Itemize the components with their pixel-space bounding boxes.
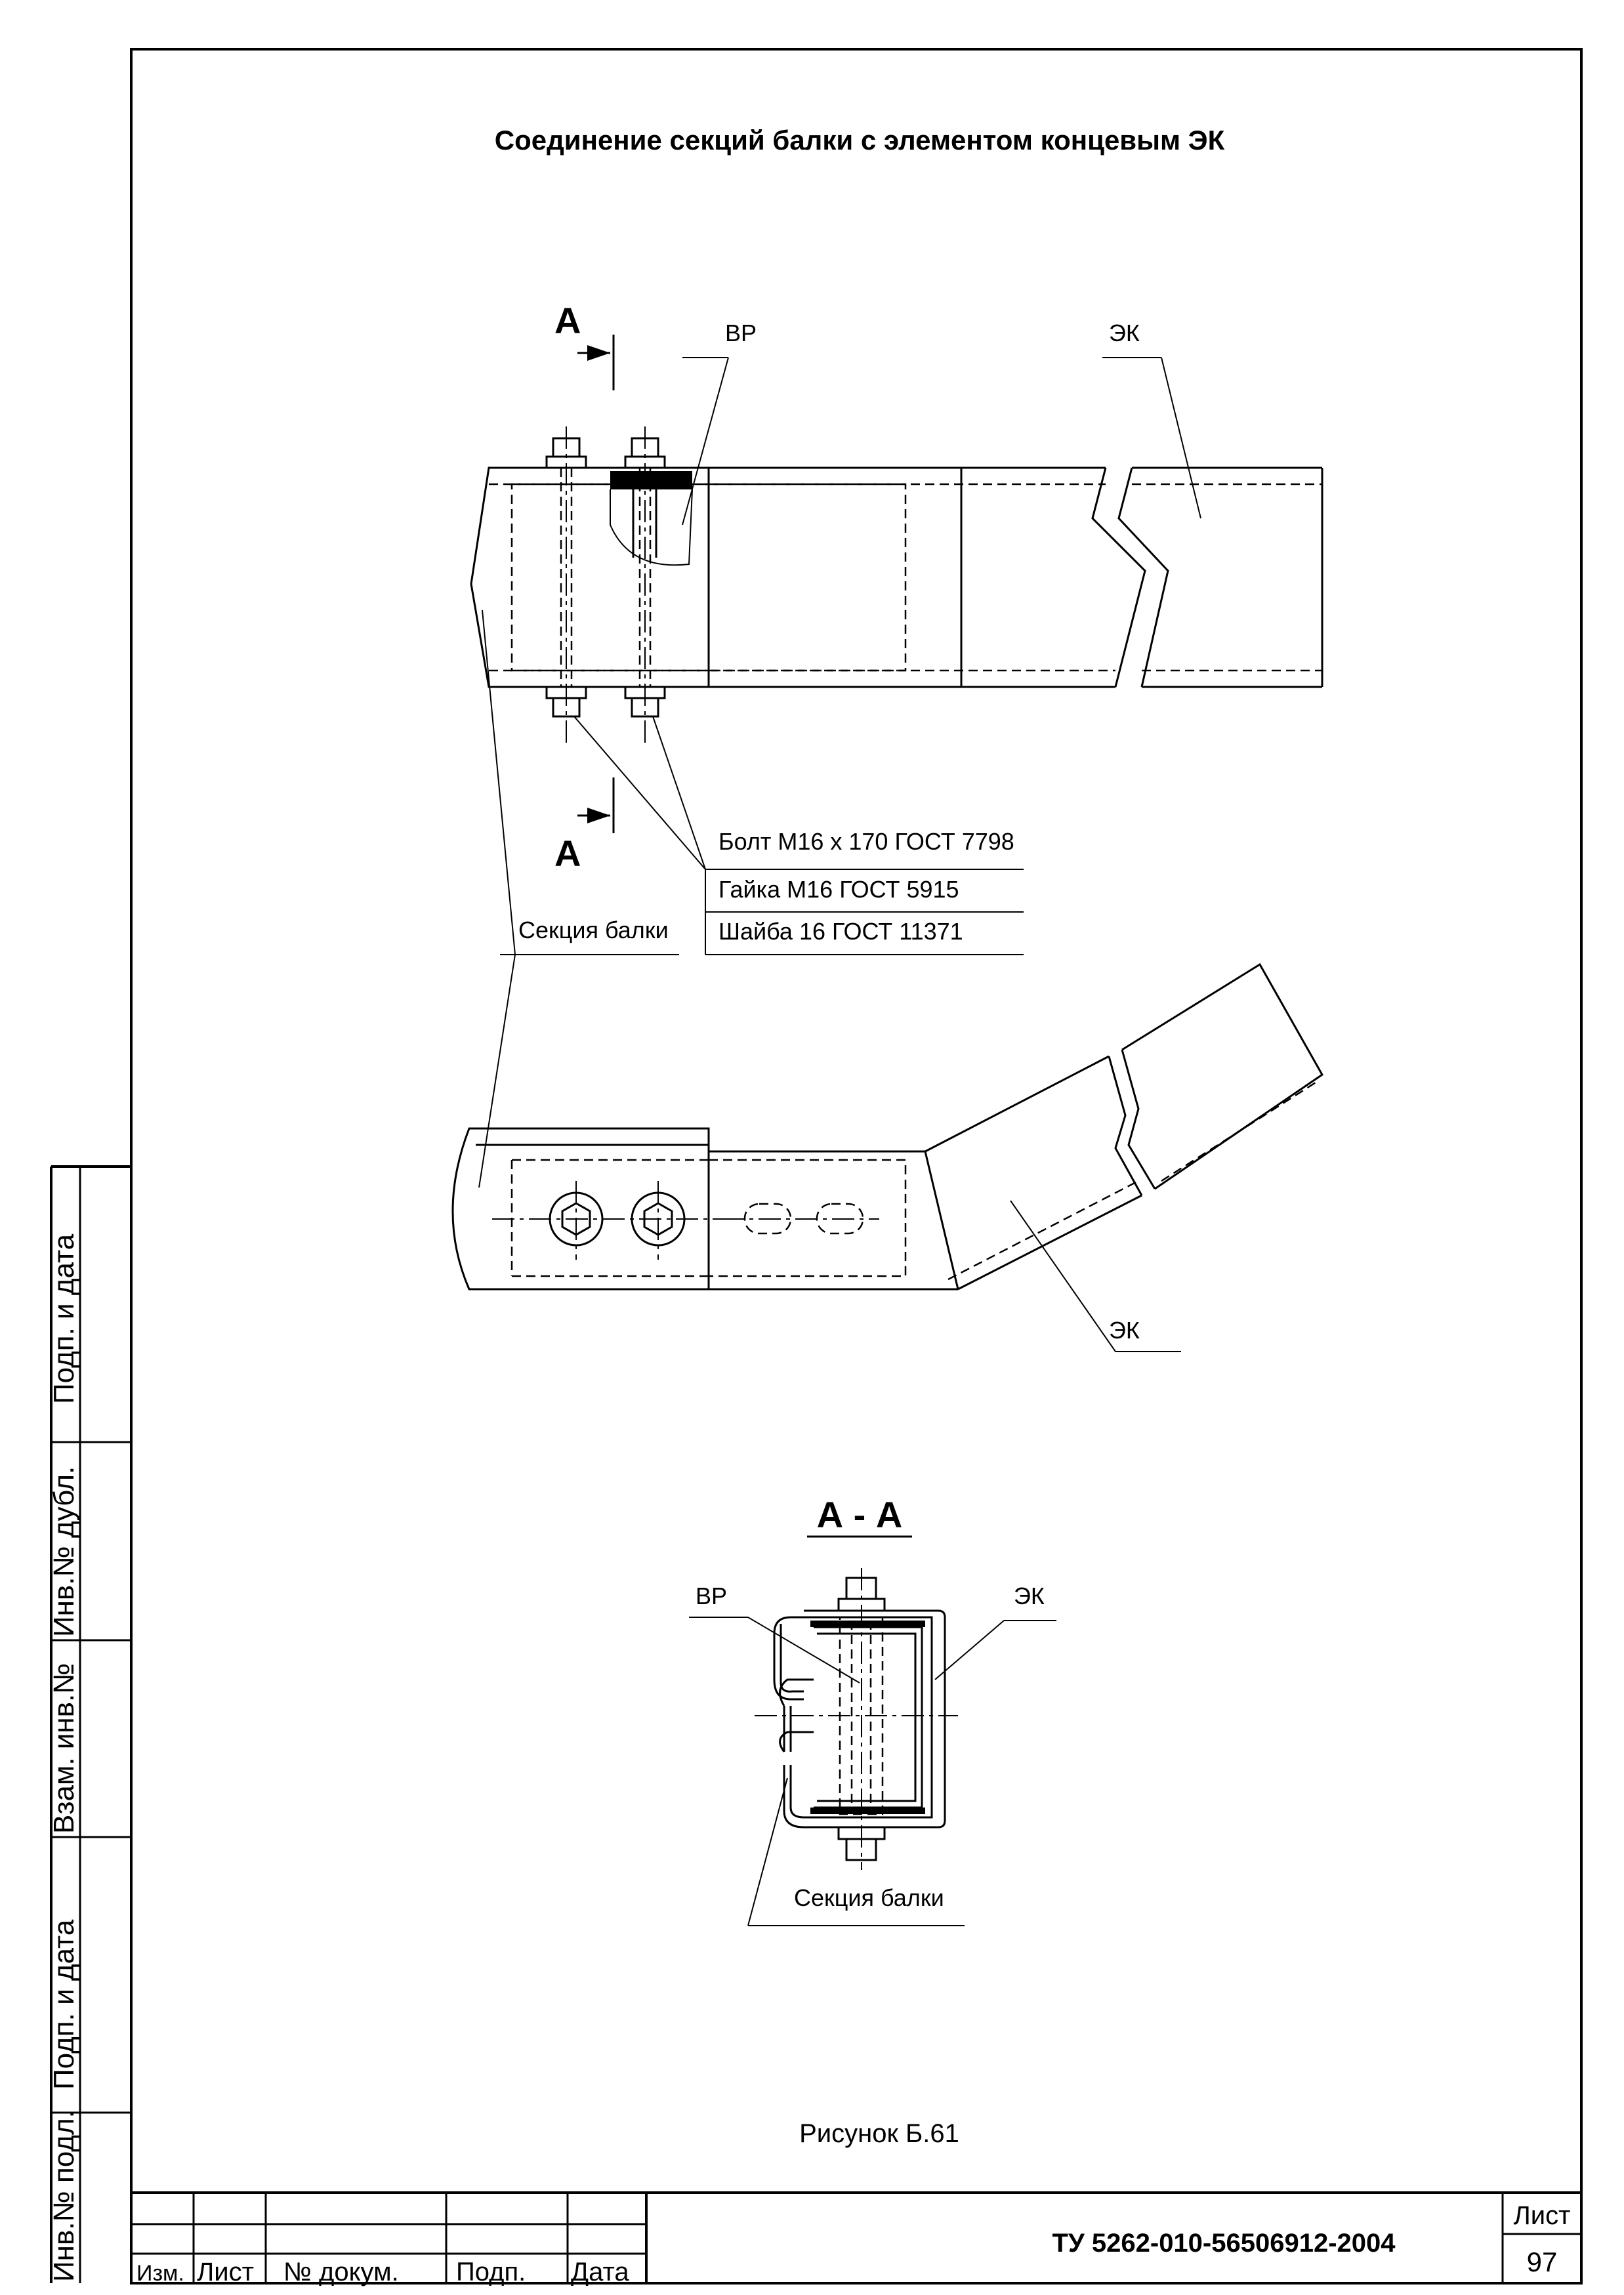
label-ek-top: ЭК [1109, 320, 1140, 346]
label-ek-bottom: ЭК [1109, 1317, 1140, 1344]
stamp-orig-inv: Инв.№ подл. [48, 2110, 80, 2282]
col-doc-number: № докум. [283, 2258, 399, 2286]
sheet-frame [130, 48, 1583, 2285]
top-view: А А ВР ЭК Болт М16 х 170 ГОСТ 7798 Гайка… [470, 300, 1323, 1188]
label-vr-section: ВР [696, 1582, 727, 1609]
col-signature: Подп. [456, 2258, 526, 2286]
drawing-title: Соединение секций балки с элементом конц… [495, 125, 1225, 155]
section-title: А - А [817, 1494, 903, 1535]
stamp-replace-inv: Взам. инв.№ [48, 1663, 80, 1834]
title-block: Изм. Лист № докум. Подп. Дата ТУ 5262-01… [131, 2191, 1581, 2286]
col-date: Дата [571, 2258, 629, 2286]
col-sheet: Лист [197, 2258, 254, 2286]
side-view: ЭК [451, 962, 1323, 1352]
section-mark-bottom: А [554, 833, 581, 874]
stamp-dup-inv: Инв.№ дубл. [48, 1466, 80, 1637]
side-stamp: Подп. и дата Инв.№ дубл. Взам. инв.№ Под… [48, 1165, 131, 2283]
fastener-washer: Шайба 16 ГОСТ 11371 [718, 918, 963, 945]
label-section-beam-section: Секция балки [794, 1884, 944, 1911]
stamp-sign-date-1: Подп. и дата [48, 1233, 80, 1404]
sheet-number: 97 [1527, 2246, 1558, 2277]
col-change: Изм. [136, 2261, 184, 2286]
label-vr-top: ВР [725, 320, 757, 346]
stamp-sign-date-2: Подп. и дата [48, 1919, 80, 2090]
fastener-bolt: Болт М16 х 170 ГОСТ 7798 [718, 828, 1014, 855]
label-section-beam: Секция балки [518, 917, 669, 943]
fastener-nut: Гайка М16 ГОСТ 5915 [718, 876, 959, 903]
section-aa: А - А ВР ЭК Секц [689, 1494, 1056, 1926]
label-ek-section: ЭК [1014, 1582, 1045, 1609]
sheet-label: Лист [1514, 2201, 1571, 2230]
figure-caption: Рисунок Б.61 [799, 2119, 959, 2148]
section-mark-top: А [554, 300, 581, 341]
document-code: ТУ 5262-010-56506912-2004 [1052, 2229, 1396, 2258]
